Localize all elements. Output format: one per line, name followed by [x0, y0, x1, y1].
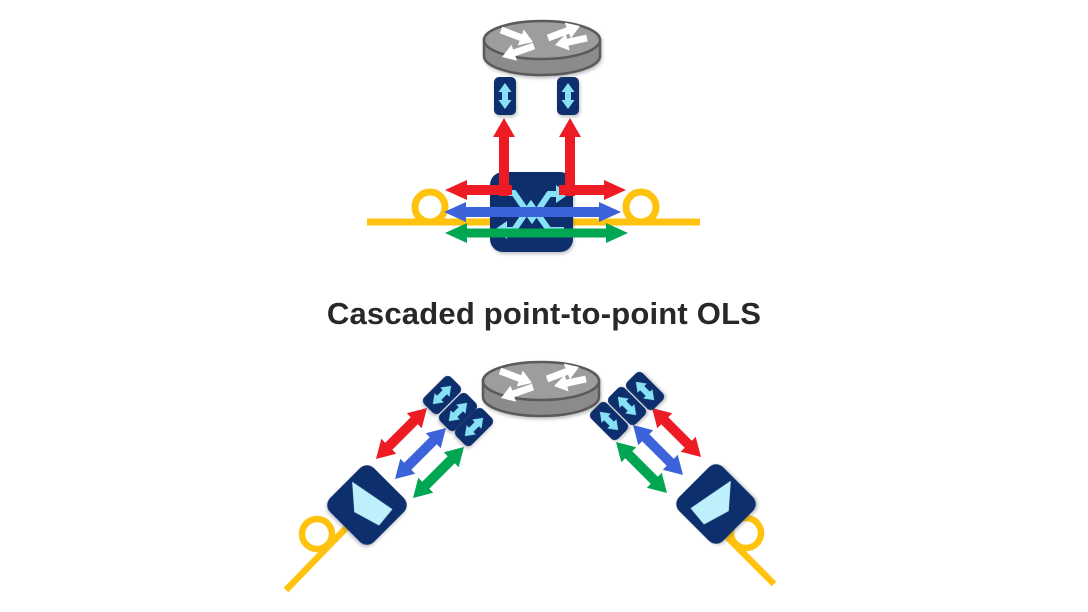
red-drop-arrow-left: [493, 118, 515, 196]
red-drop-arrow-right: [559, 118, 581, 196]
top-ols-diagram: [367, 19, 700, 252]
wavelength-arrows: [444, 118, 628, 243]
router-icon: [482, 19, 602, 77]
wavelength-arrows-left: [376, 408, 464, 498]
optical-filter-node-icon: [676, 464, 756, 544]
filter-prism-shape: [352, 481, 393, 526]
green-wavelength-arrow: [445, 223, 628, 243]
fiber-coil-icon: [411, 188, 449, 226]
transceiver-icon: [557, 77, 579, 115]
optical-filter-node-icon: [327, 465, 407, 545]
filter-prism-shape: [690, 480, 731, 525]
fiber-coil-icon: [622, 188, 660, 226]
router-icon: [481, 360, 601, 418]
fiber-line: [283, 521, 353, 593]
wavelength-arrows-right: [616, 408, 701, 493]
fiber-coil-icon: [727, 514, 765, 552]
blue-wavelength-arrow: [444, 202, 621, 222]
green-wavelength-arrow: [413, 447, 464, 498]
transceiver-icon: [494, 77, 516, 115]
red-wavelength-arrow-right: [559, 180, 626, 200]
red-wavelength-arrow: [376, 408, 427, 459]
fiber-span-left: [283, 515, 353, 593]
blue-wavelength-arrow: [633, 425, 683, 475]
diagram-title: Cascaded point-to-point OLS: [326, 296, 762, 331]
blue-wavelength-arrow: [395, 428, 446, 479]
red-wavelength-arrow-left: [445, 180, 512, 200]
bottom-cascaded-diagram: [283, 360, 777, 593]
red-wavelength-arrow: [652, 408, 701, 457]
fiber-coil-icon: [298, 515, 336, 553]
green-wavelength-arrow: [616, 442, 667, 493]
